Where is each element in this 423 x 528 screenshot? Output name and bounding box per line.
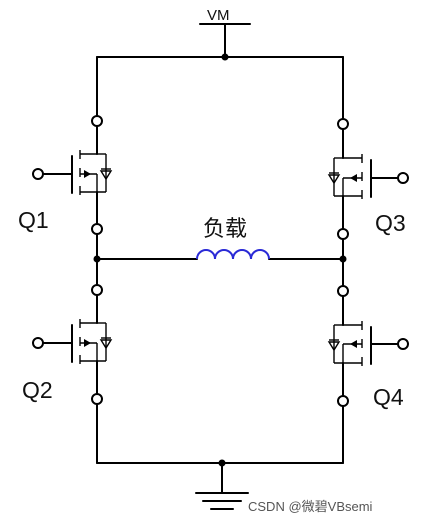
q2-body-diode (99, 339, 113, 350)
q3-label: Q3 (375, 210, 406, 236)
inductor-coil (196, 249, 270, 260)
ground-symbol (195, 462, 249, 510)
q4-body-diode (327, 341, 341, 352)
q2-drain-terminal (91, 284, 103, 296)
q4-label: Q4 (373, 384, 404, 410)
q1-gate-terminal (32, 168, 44, 180)
watermark: CSDN @微碧VBsemi (248, 499, 373, 514)
q1-drain-terminal (91, 115, 103, 127)
q3-body-diode (327, 174, 341, 185)
q2-source-terminal (91, 393, 103, 405)
q2-arrow (84, 339, 91, 347)
load-label: 负载 (203, 216, 247, 241)
q1-source-terminal (91, 223, 103, 235)
q1-body-diode (99, 170, 113, 181)
vm-label: VM (207, 7, 230, 24)
q2-label: Q2 (22, 377, 53, 403)
transistor-q3: Q3 (327, 118, 409, 240)
transistor-q2: Q2 (22, 284, 113, 405)
q4-arrow (350, 340, 357, 348)
q1-label: Q1 (18, 207, 49, 233)
q4-source-terminal (337, 395, 349, 407)
q3-drain-terminal (337, 118, 349, 130)
q3-arrow (350, 174, 357, 182)
q1-arrow (84, 170, 91, 178)
transistor-q4: Q4 (327, 285, 409, 410)
q3-source-terminal (337, 228, 349, 240)
q4-gate-terminal (397, 338, 409, 350)
q2-gate-terminal (32, 337, 44, 349)
q4-drain-terminal (337, 285, 349, 297)
transistor-q1: Q1 (18, 115, 113, 235)
inductor-load: 负载 (196, 216, 270, 260)
q3-gate-terminal (397, 172, 409, 184)
vm-supply: VM (199, 7, 251, 61)
